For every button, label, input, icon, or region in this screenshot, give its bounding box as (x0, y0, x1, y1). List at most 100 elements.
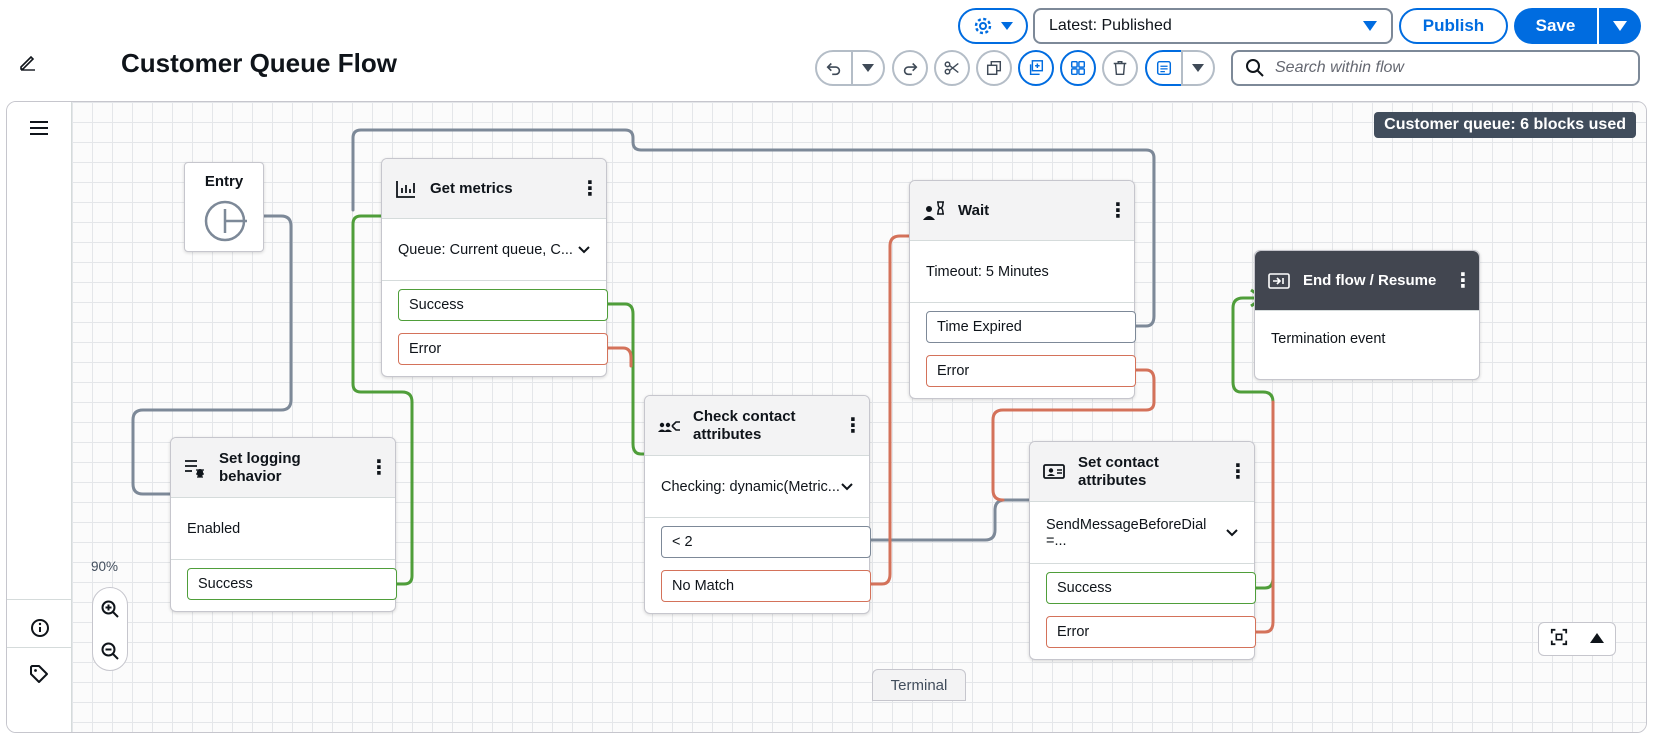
person-hourglass-icon (922, 199, 946, 223)
cut-button[interactable] (934, 50, 970, 86)
block-title: Set contact attributes (1078, 453, 1159, 489)
block-detail-text: Timeout: 5 Minutes (926, 263, 1049, 280)
more-options-icon[interactable]: ⋮ (1108, 199, 1128, 222)
block-detail-text: Enabled (187, 520, 241, 537)
redo-icon (903, 62, 918, 76)
version-select[interactable]: Latest: Published (1033, 8, 1393, 44)
more-options-icon[interactable]: ⋮ (843, 414, 863, 437)
bar-chart-icon (394, 177, 418, 201)
sidebar-divider (7, 599, 72, 600)
zoom-controls (92, 587, 128, 671)
caret-down-icon (1363, 21, 1377, 31)
version-select-value: Latest: Published (1049, 17, 1172, 34)
block-detail: Timeout: 5 Minutes (910, 241, 1134, 303)
branch-people-icon (657, 414, 681, 438)
view-controls (1538, 622, 1616, 656)
branch-no-match[interactable]: No Match (661, 570, 871, 602)
set-logging-block[interactable]: Set logging behavior ⋮ Enabled Success (170, 437, 397, 612)
paste-button[interactable] (1018, 50, 1054, 86)
entry-block[interactable]: Entry (184, 162, 264, 252)
publish-button[interactable]: Publish (1399, 8, 1508, 44)
branch-success[interactable]: Success (187, 568, 397, 600)
set-contact-attributes-block[interactable]: Set contact attributes ⋮ SendMessageBefo… (1029, 441, 1256, 660)
fit-view-icon[interactable] (1550, 628, 1568, 651)
caret-down-icon (1613, 21, 1627, 31)
terminal-tab[interactable]: Terminal (872, 669, 966, 701)
copy-button[interactable] (976, 50, 1012, 86)
save-options-button[interactable] (1599, 8, 1641, 44)
paste-icon (1029, 60, 1044, 76)
branch-time-expired[interactable]: Time Expired (926, 311, 1136, 343)
block-detail-text: Checking: dynamic(Metric... (661, 478, 840, 495)
block-detail: Enabled (171, 498, 395, 560)
branch-success[interactable]: Success (1046, 572, 1256, 604)
check-contact-attributes-block[interactable]: Check contact attributes ⋮ Checking: dyn… (644, 395, 871, 614)
undo-history-button[interactable] (851, 50, 885, 86)
contact-card-icon (1042, 460, 1066, 484)
block-detail[interactable]: Checking: dynamic(Metric... (645, 456, 869, 518)
zoom-in-icon (101, 600, 119, 618)
block-title: Check contact attributes (693, 407, 796, 443)
branch-success[interactable]: Success (398, 289, 608, 321)
more-options-icon[interactable]: ⋮ (1228, 460, 1248, 483)
terminate-flow-icon (1267, 269, 1291, 293)
end-flow-block[interactable]: End flow / Resume ⋮ Termination event (1254, 250, 1480, 380)
note-icon (1156, 60, 1172, 76)
notes-options-button[interactable] (1181, 50, 1215, 86)
flow-canvas[interactable]: Customer queue: 6 blocks used Entry Get … (6, 101, 1647, 733)
caret-down-icon (862, 64, 874, 72)
tag-icon[interactable] (29, 664, 49, 684)
block-detail: Termination event (1255, 311, 1479, 367)
zoom-out-icon (101, 642, 119, 660)
arrange-button[interactable] (1060, 50, 1096, 86)
flow-search[interactable] (1231, 50, 1640, 86)
more-options-icon[interactable]: ⋮ (1453, 269, 1473, 292)
block-detail[interactable]: SendMessageBeforeDial =... (1030, 502, 1254, 564)
caret-up-icon[interactable] (1590, 630, 1604, 648)
undo-button[interactable] (815, 50, 853, 86)
chevron-down-icon[interactable] (841, 479, 853, 495)
branch-error[interactable]: Error (1046, 616, 1256, 648)
zoom-level: 90% (91, 559, 119, 574)
block-detail-text: Termination event (1271, 331, 1386, 347)
chevron-down-icon[interactable] (578, 242, 590, 258)
get-metrics-block[interactable]: Get metrics ⋮ Queue: Current queue, C...… (381, 158, 608, 377)
save-button[interactable]: Save (1514, 8, 1597, 44)
gear-icon (974, 17, 992, 35)
menu-icon[interactable] (29, 120, 49, 136)
caret-down-icon (1192, 64, 1204, 72)
zoom-out-button[interactable] (93, 630, 127, 672)
block-detail[interactable]: Queue: Current queue, C... (382, 219, 606, 281)
sidebar-divider (7, 647, 72, 648)
search-input[interactable] (1275, 59, 1615, 77)
edit-title-icon[interactable] (18, 52, 40, 74)
entry-title: Entry (204, 173, 244, 190)
block-detail-text: SendMessageBeforeDial =... (1046, 516, 1207, 549)
logging-bug-icon (183, 456, 207, 480)
block-title: End flow / Resume (1303, 271, 1437, 289)
branch-error[interactable]: Error (926, 355, 1136, 387)
more-options-icon[interactable]: ⋮ (580, 177, 600, 200)
redo-button[interactable] (892, 50, 928, 86)
search-icon (1246, 59, 1264, 77)
block-title: Wait (958, 201, 990, 219)
scissors-icon (944, 61, 959, 75)
undo-icon (826, 62, 841, 76)
trash-icon (1113, 60, 1127, 76)
chevron-down-icon[interactable] (1226, 525, 1238, 541)
more-options-icon[interactable]: ⋮ (369, 456, 389, 479)
entry-port-icon[interactable] (203, 199, 247, 243)
wait-block[interactable]: Wait ⋮ Timeout: 5 Minutes Time Expired E… (909, 180, 1136, 399)
block-title: Set logging behavior (219, 449, 301, 485)
branch-less-than-2[interactable]: < 2 (661, 526, 871, 558)
block-usage-badge: Customer queue: 6 blocks used (1374, 112, 1636, 138)
notes-button[interactable] (1145, 50, 1183, 86)
delete-button[interactable] (1102, 50, 1138, 86)
zoom-in-button[interactable] (93, 588, 127, 630)
info-icon[interactable] (30, 618, 50, 638)
page-title: Customer Queue Flow (121, 48, 397, 78)
grid-icon (1070, 60, 1086, 76)
branch-error[interactable]: Error (398, 333, 608, 365)
settings-dropdown-button[interactable] (958, 8, 1028, 44)
title-placeholder-box (46, 46, 112, 88)
